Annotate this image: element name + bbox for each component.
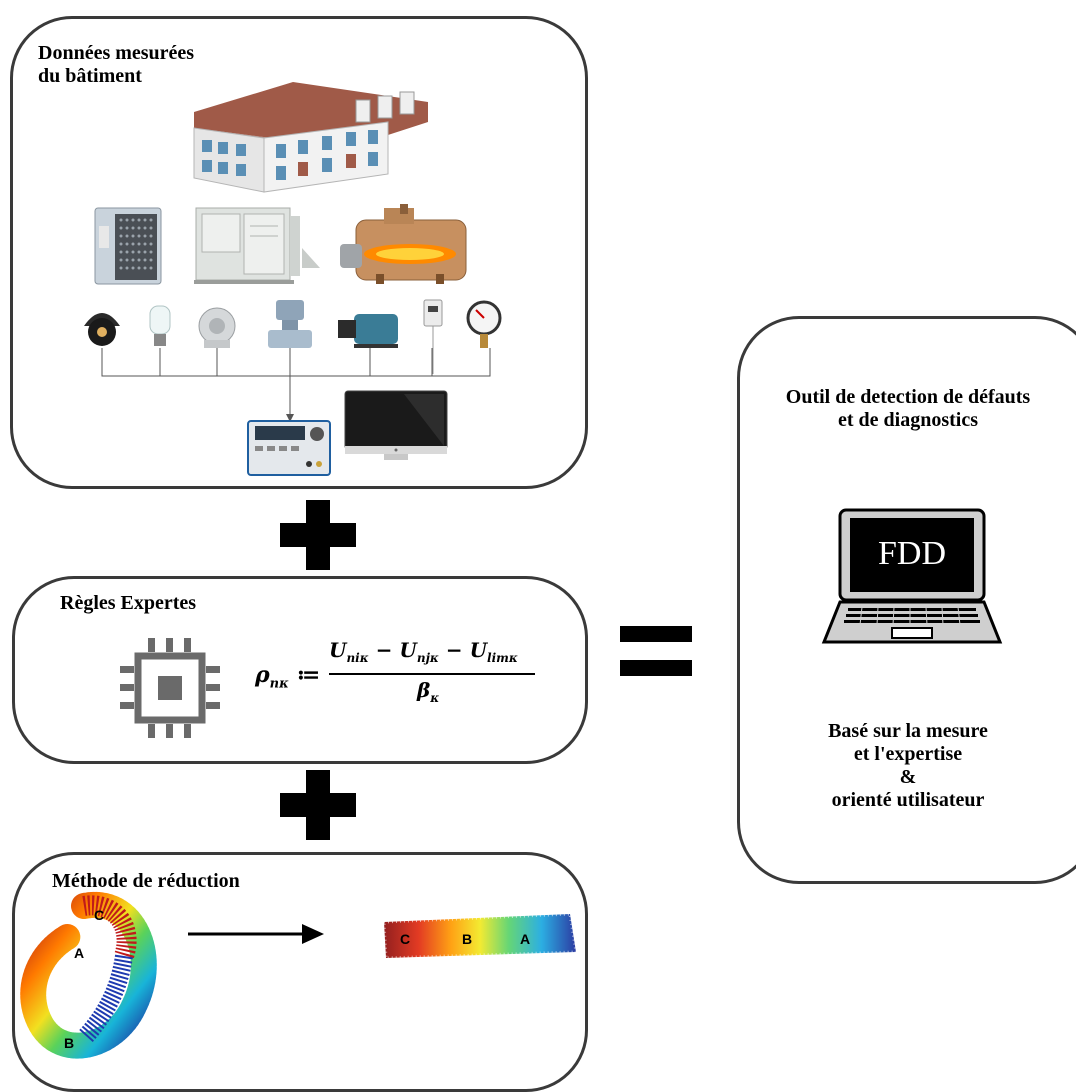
pressure-gauge-icon	[466, 300, 502, 348]
formula-beta: β	[417, 678, 431, 702]
formula-num-1: niκ	[346, 651, 369, 665]
tool-description: Basé sur la mesure et l'expertise & orie…	[740, 720, 1076, 812]
building-title-line1: Données mesurées	[38, 42, 195, 64]
formula-denominator: βκ	[417, 678, 439, 705]
formula-num-4: − U	[438, 638, 488, 662]
flow-meter-icon	[268, 300, 312, 348]
formula-num-2: − U	[368, 638, 417, 662]
laptop-screen-label: FDD	[877, 535, 947, 572]
formula-rho: ρ	[255, 662, 270, 688]
cluster-label-a: A	[74, 945, 84, 961]
fan-icon	[198, 307, 236, 348]
reduction-method-panel	[12, 852, 588, 1092]
formula-num-5: limκ	[487, 651, 518, 665]
pump-icon	[338, 314, 398, 348]
manifold-cluster-plot: C A B	[20, 891, 157, 1059]
plus-operator-1	[280, 500, 356, 570]
reduction-arrow-icon	[188, 924, 324, 944]
data-logger-icon	[247, 420, 331, 476]
building-panel-title: Données mesurées du bâtiment	[38, 42, 194, 88]
reduced-embedding-plot: C B A	[382, 912, 578, 960]
expert-rule-formula: ρnκ ≔ Uniκ − Unjκ − Ulimκ βκ	[255, 638, 555, 718]
chip-icon	[120, 638, 220, 738]
strip-label-c: C	[400, 931, 410, 947]
camera-icon	[84, 313, 120, 346]
tool-desc-line3: &	[899, 766, 917, 788]
formula-numerator: Uniκ − Unjκ − Ulimκ	[329, 638, 518, 665]
tool-desc-line4: orienté utilisateur	[831, 789, 985, 811]
plus-operator-2	[280, 770, 356, 840]
equals-operator	[620, 626, 692, 676]
building-icon	[193, 82, 428, 193]
formula-lhs: ρnκ ≔	[255, 662, 320, 691]
rules-panel-title: Règles Expertes	[60, 592, 197, 614]
strip-label-a: A	[520, 931, 530, 947]
tool-panel-title: Outil de detection de défauts et de diag…	[740, 386, 1076, 432]
monitor-icon	[344, 390, 448, 460]
formula-assign: ≔	[288, 662, 321, 688]
formula-fraction-bar	[329, 673, 535, 675]
tool-desc-line2: et l'expertise	[853, 743, 963, 765]
tool-title-line2: et de diagnostics	[838, 409, 978, 431]
temperature-probe-icon	[423, 299, 443, 374]
boiler-icon	[340, 204, 467, 284]
formula-num-3: njκ	[416, 651, 439, 665]
tool-desc-line1: Basé sur la mesure	[828, 720, 988, 742]
building-title-line2: du bâtiment	[38, 65, 142, 87]
tool-title-line1: Outil de detection de défauts	[785, 386, 1031, 408]
formula-rho-sub: nκ	[269, 676, 289, 692]
reduction-panel-title: Méthode de réduction	[52, 870, 240, 892]
expert-rules-panel	[12, 576, 588, 764]
laptop-icon: FDD	[821, 508, 1003, 648]
formula-beta-sub: κ	[430, 691, 440, 705]
air-handling-unit-icon	[194, 207, 320, 284]
strip-label-b: B	[462, 931, 472, 947]
cluster-label-b: B	[64, 1035, 74, 1051]
lamp-icon	[149, 305, 171, 346]
formula-num-0: U	[329, 638, 347, 662]
hvac-unit-icon	[94, 207, 162, 285]
cluster-label-c: C	[94, 907, 104, 923]
sensor-network-diagram	[84, 299, 502, 422]
